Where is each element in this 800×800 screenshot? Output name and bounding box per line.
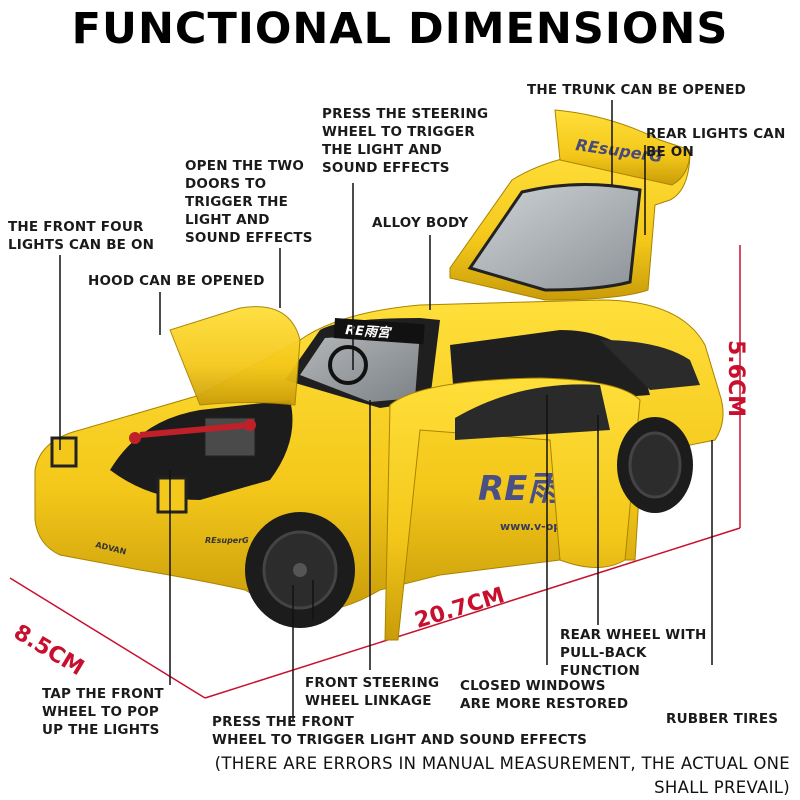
dimension-lines	[9, 245, 741, 699]
label-tap-wheel: TAP THE FRONT WHEEL TO POP UP THE LIGHTS	[42, 686, 164, 738]
footnote: (THERE ARE ERRORS IN MANUAL MEASUREMENT,…	[20, 752, 790, 800]
rear-wheel	[617, 417, 693, 513]
label-windows: CLOSED WINDOWS ARE MORE RESTORED	[460, 678, 629, 712]
label-steering: PRESS THE STEERING WHEEL TO TRIGGER THE …	[322, 106, 489, 176]
label-rear-wheel: REAR WHEEL WITH PULL-BACK FUNCTION	[560, 627, 707, 679]
hood-open	[169, 306, 301, 406]
label-tires: RUBBER TIRES	[666, 711, 779, 727]
trunk-lid: REsuperG	[449, 109, 691, 301]
dimension-height: 5.6CM	[723, 340, 748, 418]
label-alloy: ALLOY BODY	[372, 215, 469, 231]
label-doors: OPEN THE TWO DOORS TO TRIGGER THE LIGHT …	[185, 158, 313, 246]
door-open	[384, 377, 641, 641]
footnote-text: (THERE ARE ERRORS IN MANUAL MEASUREMENT,…	[214, 754, 790, 797]
label-hood: HOOD CAN BE OPENED	[88, 273, 265, 289]
windshield-sticker: RE雨宮	[345, 322, 393, 341]
fender-logo: REsuperG	[205, 536, 249, 545]
label-press-wheel: PRESS THE FRONT WHEEL TO TRIGGER LIGHT A…	[212, 714, 588, 748]
label-trunk: THE TRUNK CAN BE OPENED	[527, 82, 746, 98]
callout-lines	[59, 100, 713, 720]
label-front-lights: THE FRONT FOUR LIGHTS CAN BE ON	[8, 219, 155, 253]
label-linkage: FRONT STEERING WHEEL LINKAGE	[305, 675, 440, 709]
page-title: FUNCTIONAL DIMENSIONS	[71, 4, 729, 54]
car-body: RE雨宮 RE雨 www.v-opt.co.jp ADVAN REsuperG	[34, 299, 724, 613]
headlights	[50, 436, 188, 514]
label-rear-lights: REAR LIGHTS CAN BE ON	[646, 126, 786, 160]
front-wheel	[245, 512, 355, 628]
